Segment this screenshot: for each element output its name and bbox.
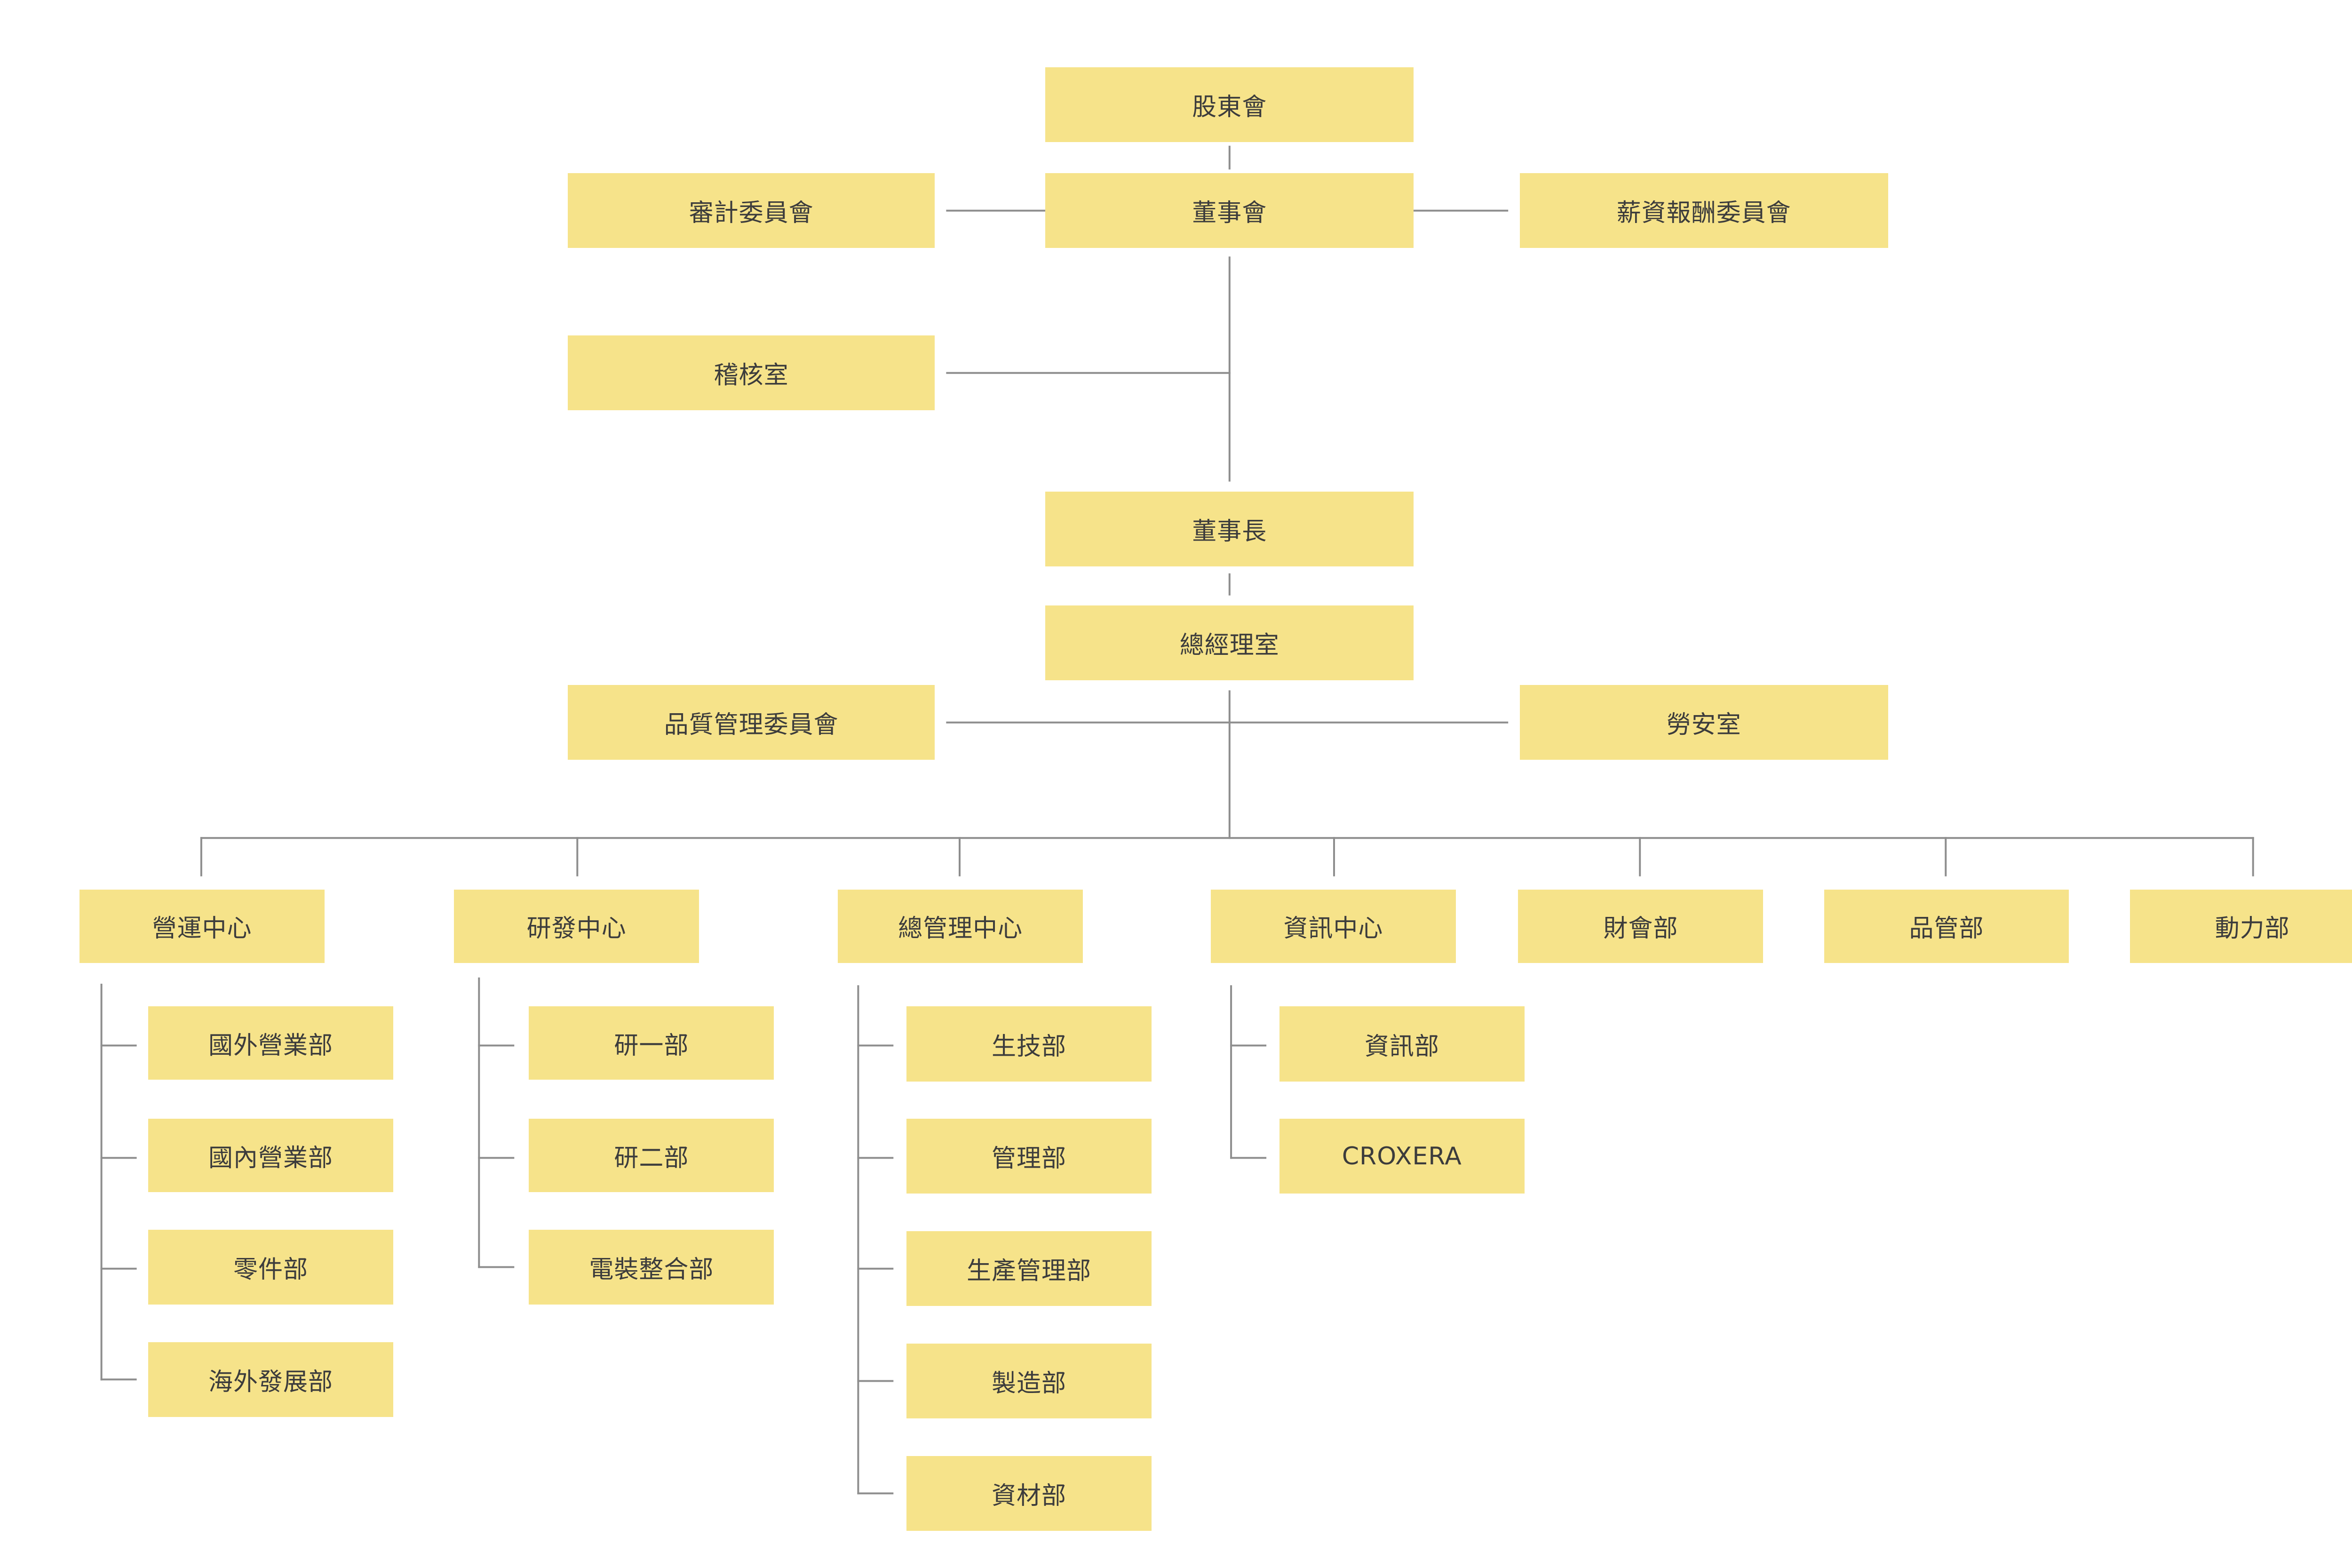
node-overseas-sales: 國外營業部 — [148, 1006, 393, 1080]
node-gm-office: 總經理室 — [1045, 605, 1414, 681]
node-it-dept: 資訊部 — [1279, 1006, 1525, 1082]
node-parts-dept: 零件部 — [148, 1229, 393, 1305]
node-biotech-dept: 生技部 — [906, 1006, 1152, 1082]
node-internal-audit: 稽核室 — [568, 335, 935, 411]
node-board: 董事會 — [1045, 173, 1414, 248]
node-finance-dept: 財會部 — [1518, 889, 1764, 963]
node-audit-committee: 審計委員會 — [568, 173, 935, 248]
node-electrical-integration: 電裝整合部 — [529, 1229, 774, 1305]
node-management-dept: 管理部 — [906, 1119, 1152, 1194]
node-admin-center: 總管理中心 — [838, 889, 1083, 963]
node-operations-center: 營運中心 — [79, 889, 325, 963]
node-croxera: CROXERA — [1279, 1119, 1525, 1194]
node-materials-dept: 資材部 — [906, 1456, 1152, 1531]
node-rd2: 研二部 — [529, 1119, 774, 1193]
node-domestic-sales: 國內營業部 — [148, 1119, 393, 1193]
node-power-dept: 動力部 — [2130, 889, 2352, 963]
node-it-center: 資訊中心 — [1210, 889, 1456, 963]
node-chairman: 董事長 — [1045, 491, 1414, 567]
node-rd-center: 研發中心 — [454, 889, 699, 963]
node-overseas-dev: 海外發展部 — [148, 1342, 393, 1417]
node-rd1: 研一部 — [529, 1006, 774, 1080]
node-production-mgmt: 生產管理部 — [906, 1231, 1152, 1306]
node-qc-dept: 品管部 — [1824, 889, 2069, 963]
node-labor-safety: 勞安室 — [1519, 685, 1888, 760]
node-quality-committee: 品質管理委員會 — [568, 685, 935, 760]
node-remuneration-committee: 薪資報酬委員會 — [1519, 173, 1888, 248]
node-shareholders: 股東會 — [1045, 67, 1414, 142]
node-manufacturing-dept: 製造部 — [906, 1343, 1152, 1419]
